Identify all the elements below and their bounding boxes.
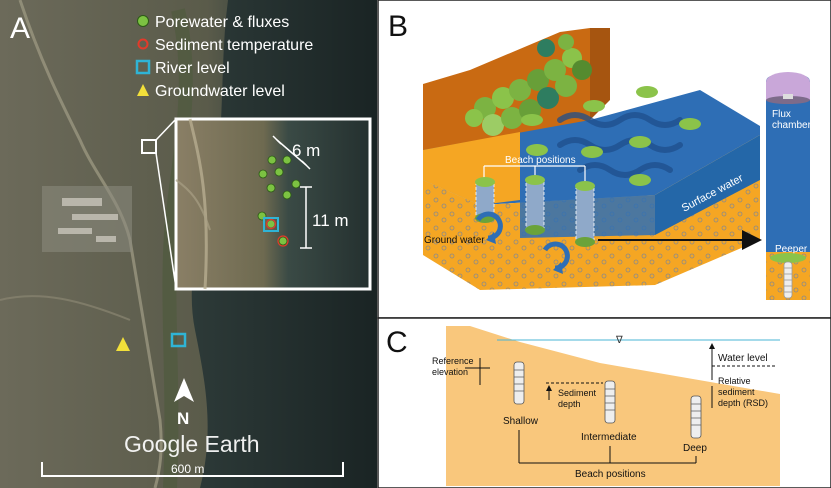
intermediate-label: Intermediate — [581, 432, 637, 443]
rsd-line3: depth (RSD) — [718, 398, 768, 408]
panel-b: B — [377, 0, 831, 319]
legend-marker-river — [135, 59, 151, 75]
rsd-line2: sediment — [718, 387, 755, 397]
beach-positions-label-b: Beach positions — [505, 155, 576, 166]
sediment-depth-label: Sediment depth — [558, 388, 599, 409]
legend-marker-groundwater — [137, 84, 149, 96]
beach-positions-label-c: Beach positions — [575, 469, 646, 480]
panel-c: C ∇ Reference elevation Water level Rela… — [377, 317, 831, 488]
legend-marker-porewater — [137, 15, 149, 27]
peeper-columns — [475, 175, 595, 247]
flux-chamber-label-line1: Flux — [772, 109, 791, 120]
legend: Porewater & fluxes Sediment temperature … — [135, 14, 313, 100]
deep-label: Deep — [683, 443, 707, 454]
legend-label-groundwater: Groundwater level — [155, 83, 285, 100]
flux-chamber-label: Flux chamber — [772, 109, 812, 131]
rsd-line1: Relative — [718, 376, 751, 386]
reference-elevation-label: Reference elevation — [432, 356, 476, 377]
legend-label-river: River level — [155, 60, 230, 77]
flux-chamber-label-line2: chamber — [772, 120, 812, 131]
legend-label-porewater: Porewater & fluxes — [155, 14, 289, 31]
inset-height-label: 11 m — [312, 211, 349, 230]
sediment-depth-line1: Sediment — [558, 388, 597, 398]
ground-water-label: Ground water — [424, 235, 485, 246]
rsd-label: Relative sediment depth (RSD) — [718, 376, 768, 408]
peeper-label: Peeper — [775, 244, 808, 255]
surface-pads — [521, 86, 701, 186]
peepers-c — [513, 361, 702, 439]
panel-a-letter: A — [10, 12, 30, 45]
north-label: N — [177, 409, 189, 428]
panel-c-letter: C — [386, 326, 408, 359]
water-symbol: ∇ — [615, 335, 623, 346]
inset-width-label: 6 m — [292, 141, 320, 160]
inset-map: 6 m 11 m — [174, 117, 372, 291]
scale-label: 600 m — [171, 462, 204, 476]
groundwater-marker — [116, 337, 130, 351]
legend-marker-temperature — [137, 38, 149, 50]
trees — [465, 34, 592, 136]
reference-elevation-line1: Reference — [432, 356, 474, 366]
reference-elevation-line2: elevation — [432, 367, 468, 377]
north-arrow-icon — [174, 378, 194, 402]
panel-b-letter: B — [388, 10, 408, 43]
panel-a: A Porewater & fluxes Sediment temperatur… — [0, 0, 377, 488]
sediment-depth-line2: depth — [558, 399, 581, 409]
water-level-label: Water level — [718, 353, 768, 364]
legend-label-temperature: Sediment temperature — [155, 37, 313, 54]
shallow-label: Shallow — [503, 416, 539, 427]
google-earth-label: Google Earth — [124, 431, 260, 457]
inset-location-box — [141, 139, 157, 154]
river-level-marker — [170, 332, 187, 348]
peeper-detail: Flux chamber Peeper — [766, 72, 812, 300]
